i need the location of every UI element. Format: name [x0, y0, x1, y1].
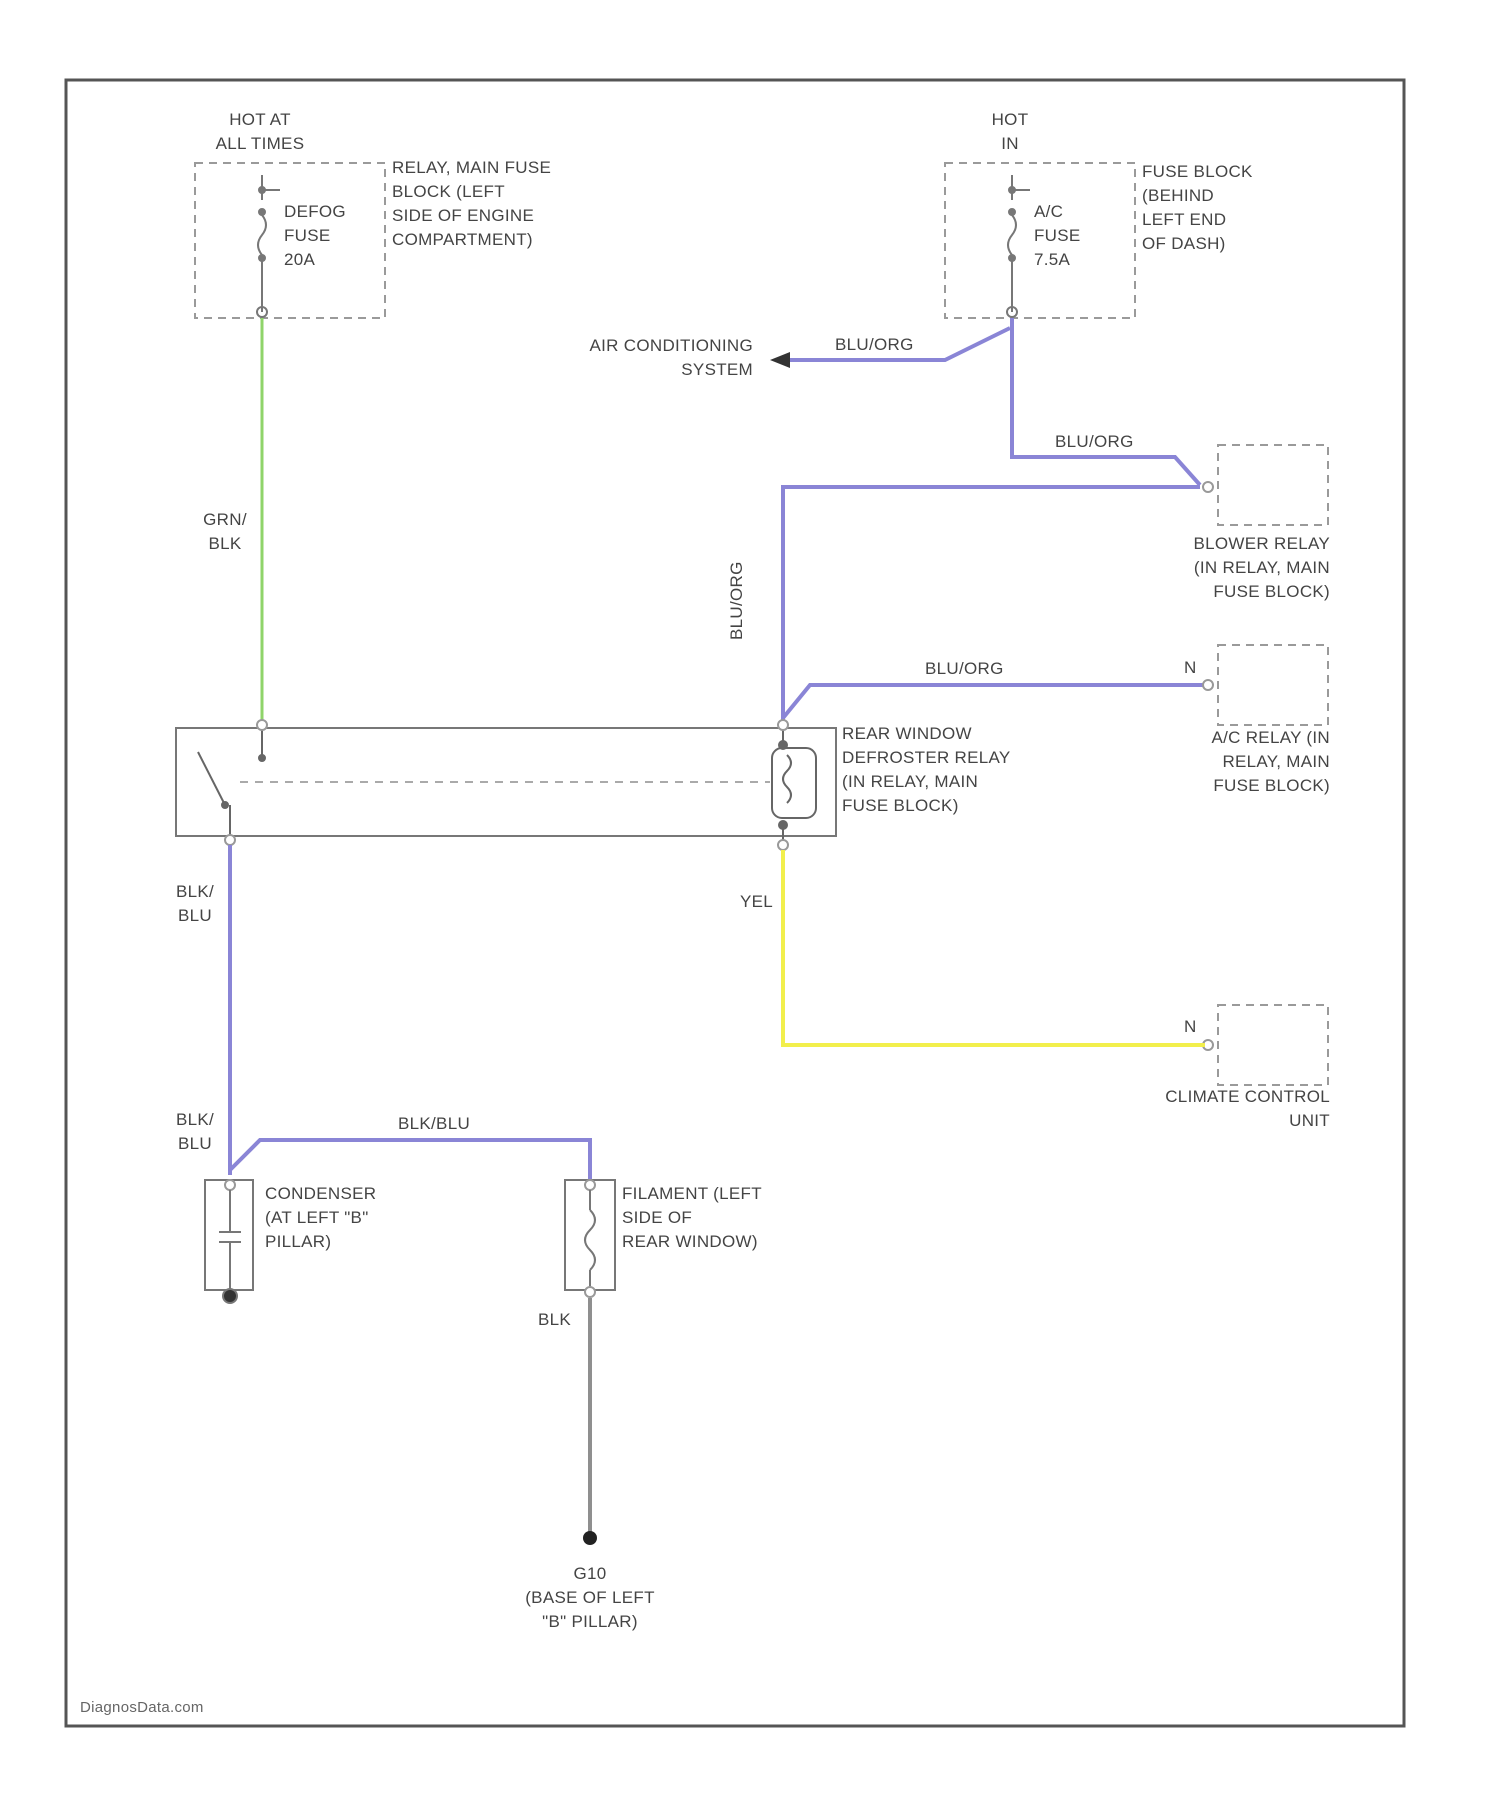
defroster-relay-label: REAR WINDOW DEFROSTER RELAY (IN RELAY, M… — [842, 722, 1011, 818]
condenser-icon — [205, 1180, 253, 1303]
blower-relay-box — [1218, 445, 1328, 525]
ac-fuse-label: A/C FUSE 7.5A — [1034, 200, 1081, 272]
wire-label-blu-org-blower: BLU/ORG — [1055, 430, 1134, 454]
left-power-source-label: HOT AT ALL TIMES — [200, 108, 320, 156]
ac-system-arrow-icon — [770, 352, 790, 368]
ac-fuse-icon — [1007, 175, 1030, 317]
ground-label: G10 (BASE OF LEFT "B" PILLAR) — [490, 1562, 690, 1634]
ac-relay-terminal — [1203, 680, 1213, 690]
relay-switch-icon — [198, 725, 265, 836]
wire-label-blk-blu-1: BLK/ BLU — [160, 880, 230, 928]
wire-yel — [783, 850, 1205, 1045]
condenser-label: CONDENSER (AT LEFT "B" PILLAR) — [265, 1182, 376, 1254]
wire-label-blk: BLK — [538, 1308, 571, 1332]
wire-blu-org-ac-relay — [783, 685, 1205, 718]
blower-relay-label: BLOWER RELAY (IN RELAY, MAIN FUSE BLOCK) — [1140, 532, 1330, 604]
climate-control-box — [1218, 1005, 1328, 1085]
ac-system-label: AIR CONDITIONING SYSTEM — [545, 334, 753, 382]
climate-control-label: CLIMATE CONTROL UNIT — [1120, 1085, 1330, 1133]
right-power-source-label: HOT IN — [975, 108, 1045, 156]
relay-coil-icon — [772, 725, 816, 845]
relay-main-fuse-block-label: RELAY, MAIN FUSE BLOCK (LEFT SIDE OF ENG… — [392, 156, 551, 252]
diagram-frame — [66, 80, 1404, 1726]
wire-label-blk-blu-2: BLK/ BLU — [160, 1108, 230, 1156]
defog-fuse-label: DEFOG FUSE 20A — [284, 200, 346, 272]
filament-icon — [565, 1180, 615, 1297]
filament-label: FILAMENT (LEFT SIDE OF REAR WINDOW) — [622, 1182, 762, 1254]
wire-label-blu-org-ac: BLU/ORG — [835, 333, 914, 357]
fuse-block-dash-label: FUSE BLOCK (BEHIND LEFT END OF DASH) — [1142, 160, 1253, 256]
ground-icon — [583, 1531, 597, 1545]
wire-blu-org-vertical — [783, 487, 1200, 725]
ac-relay-box — [1218, 645, 1328, 725]
blower-relay-terminal — [1203, 482, 1213, 492]
wire-label-yel: YEL — [740, 890, 773, 914]
wire-label-blu-org-ac-relay: BLU/ORG — [925, 657, 1004, 681]
wire-blu-org-blower — [1012, 318, 1200, 485]
wire-label-blk-blu-3: BLK/BLU — [398, 1112, 470, 1136]
climate-control-pin-label: N — [1184, 1015, 1197, 1039]
footer-watermark: DiagnosData.com — [80, 1696, 204, 1720]
wire-label-grn-blk: GRN/ BLK — [190, 508, 260, 556]
ac-relay-pin-label: N — [1184, 656, 1197, 680]
defog-fuse-icon — [257, 175, 280, 317]
wire-blk-blu-filament — [230, 1140, 590, 1180]
ac-relay-label: A/C RELAY (IN RELAY, MAIN FUSE BLOCK) — [1140, 726, 1330, 798]
wire-label-blu-org-vertical: BLU/ORG — [725, 561, 749, 640]
